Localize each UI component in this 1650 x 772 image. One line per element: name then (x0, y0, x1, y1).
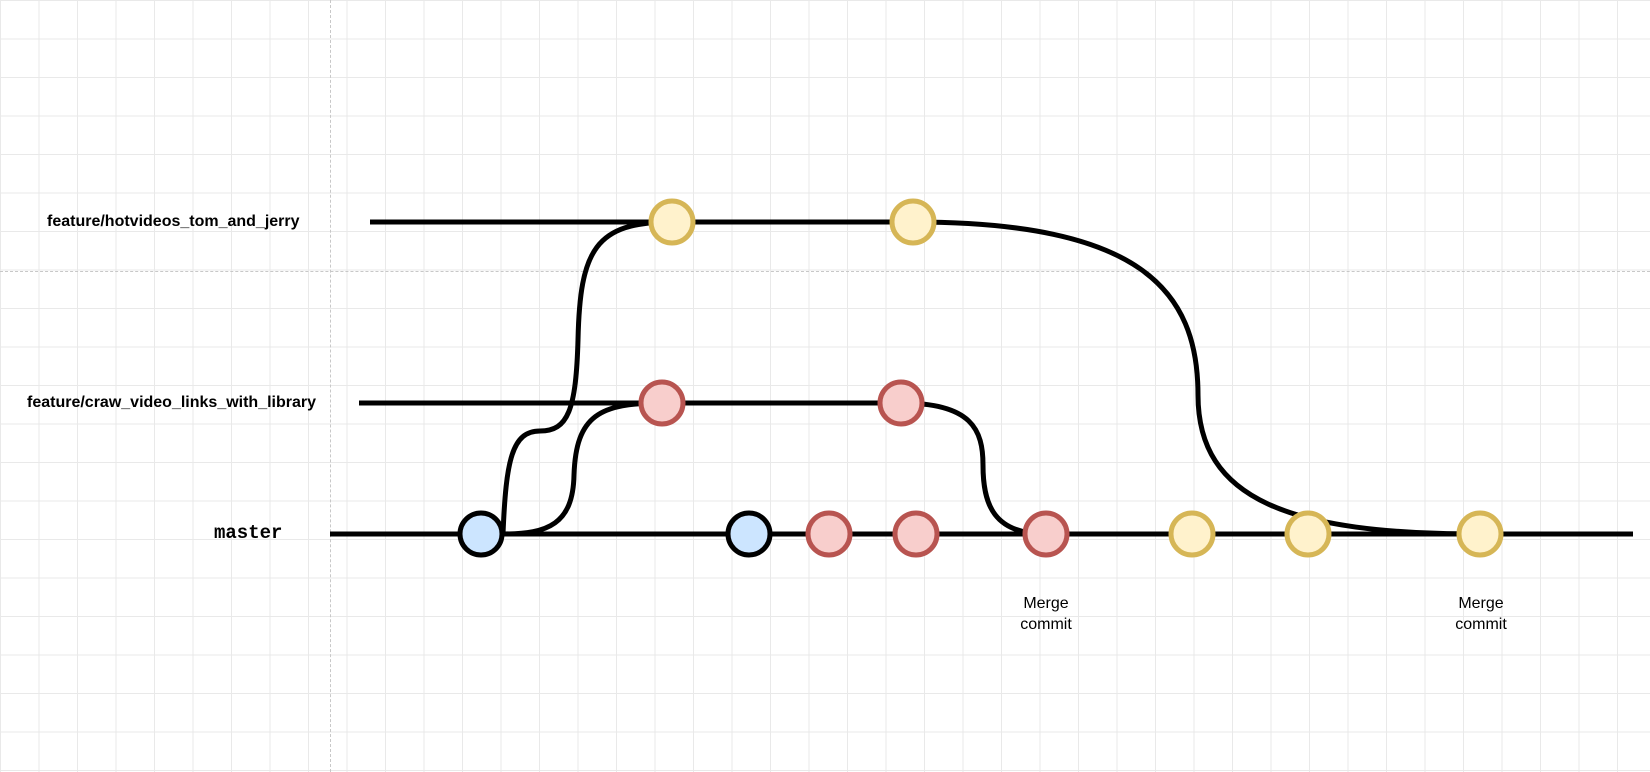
branch-label-master: master (214, 522, 283, 544)
branch-label-hotvideos: feature/hotvideos_tom_and_jerry (47, 213, 300, 230)
merge-commit-label: Merge commit (1455, 595, 1507, 633)
branch-label-craw: feature/craw_video_links_with_library (27, 394, 317, 411)
commit-node-m5 (1022, 510, 1070, 558)
commit-node-h1 (648, 198, 696, 246)
commit-nodes (457, 198, 1504, 558)
page-guide-vertical (330, 0, 331, 772)
commit-node-m7 (1284, 510, 1332, 558)
commit-node-m3 (805, 510, 853, 558)
commit-node-h2 (889, 198, 937, 246)
commit-node-m4 (892, 510, 940, 558)
commit-node-c1 (638, 379, 686, 427)
commit-node-c2 (877, 379, 925, 427)
merge-edge-hotvideos (912, 219, 1481, 537)
merge-commit-label: Merge commit (1020, 595, 1072, 633)
merge-edge-craw (900, 400, 1047, 537)
fork-edge-hotvideos (500, 219, 673, 535)
commit-node-m6 (1168, 510, 1216, 558)
commit-node-m8 (1456, 510, 1504, 558)
fork-edge-craw (502, 400, 663, 537)
commit-node-m1 (457, 510, 505, 558)
commit-node-m2 (725, 510, 773, 558)
page-guide-horizontal (0, 271, 1650, 272)
